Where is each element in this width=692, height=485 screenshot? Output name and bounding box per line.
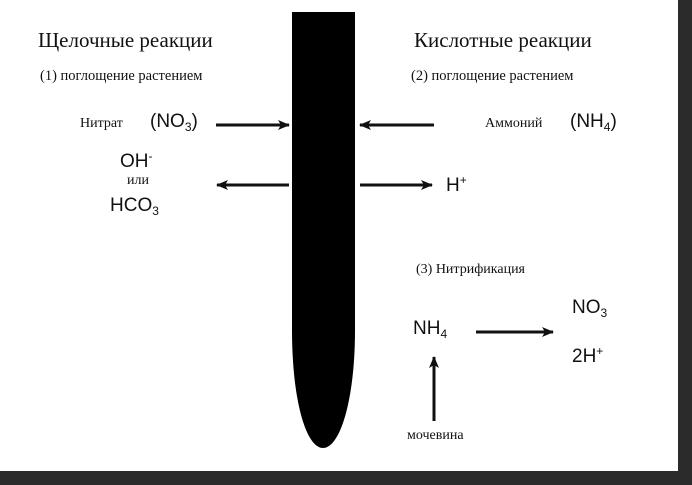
no3-formula: NO3 (572, 297, 608, 320)
h-plus-formula: H+ (446, 173, 467, 196)
nitrate-formula: (NO3) (150, 111, 198, 134)
alkaline-title: Щелочные реакции (38, 28, 213, 52)
frame-bottom-edge (0, 471, 692, 485)
acid-subtitle: (2) поглощение растением (411, 68, 574, 84)
nitrate-label: Нитрат (80, 116, 123, 131)
root-shape (292, 12, 355, 448)
hco3-formula: HCO3 (110, 195, 159, 218)
frame-right-edge (678, 0, 692, 485)
h2-plus-formula: 2H+ (572, 344, 604, 367)
acid-title: Кислотные реакции (414, 28, 592, 52)
oh-formula: OH- (120, 149, 153, 172)
nitrification-title: (3) Нитрификация (416, 262, 525, 277)
ammonium-formula: (NH4) (570, 111, 617, 134)
nh4-formula: NH4 (413, 318, 448, 341)
or-label: или (127, 173, 149, 188)
urea-label: мочевина (407, 428, 464, 443)
alkaline-subtitle: (1) поглощение растением (40, 68, 203, 84)
ammonium-label: Аммоний (485, 116, 543, 131)
